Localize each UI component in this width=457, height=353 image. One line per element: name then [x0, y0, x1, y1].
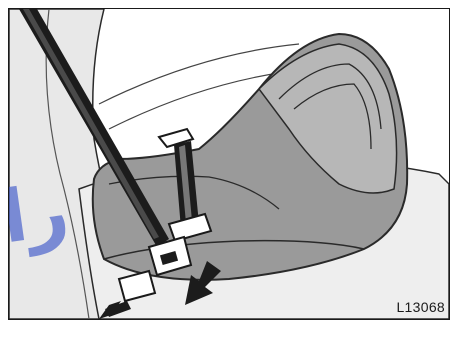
figure-code: L13068	[396, 299, 445, 315]
illustration-frame: راد خودرو L13068	[8, 8, 450, 320]
child-seat-illustration: راد خودرو	[9, 9, 449, 319]
